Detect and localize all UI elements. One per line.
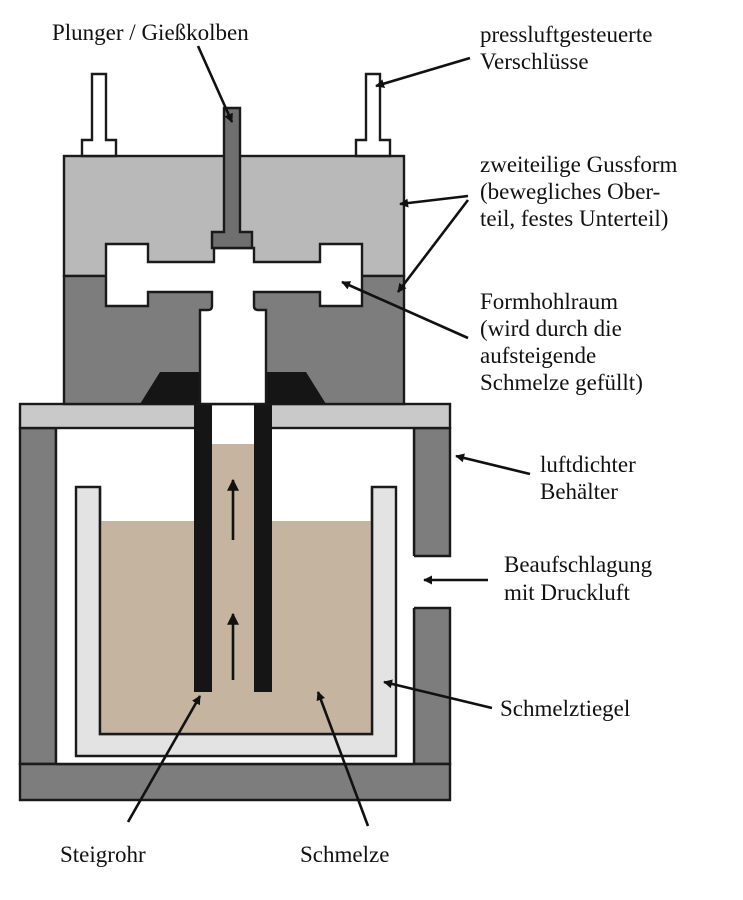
label-riser: Steigrohr: [60, 842, 146, 867]
two-part-mould: [62, 72, 406, 406]
arrow-mould-lower: [396, 199, 470, 293]
label-plunger: Plunger / Gießkolben: [52, 20, 249, 45]
arrow-crucible: [383, 679, 493, 710]
label-pressure-line1: Beaufschlagung: [504, 552, 653, 577]
label-melt: Schmelze: [300, 842, 389, 867]
arrow-closures: [375, 56, 471, 89]
label-cavity-line4: Schmelze gefüllt): [480, 370, 643, 395]
label-closures-line1: pressluftgesteuerte: [480, 22, 652, 47]
arrow-plunger: [196, 45, 234, 123]
arrow-cavity: [341, 280, 469, 340]
pneumatic-closure-left: [80, 72, 118, 158]
label-pressure-line2: mit Druckluft: [504, 580, 630, 605]
label-cavity-line2: (wird durch die: [480, 316, 622, 341]
arrow-mould-upper: [399, 194, 469, 208]
leader-arrows: [126, 45, 531, 827]
arrow-riser: [126, 695, 202, 823]
label-crucible: Schmelztiegel: [500, 696, 630, 721]
arrow-container: [455, 453, 531, 476]
label-mould-line1: zweiteilige Gussform: [480, 152, 677, 177]
label-closures-line2: Verschlüsse: [480, 49, 589, 74]
label-mould-line3: teil, festes Unterteil): [480, 206, 668, 231]
container-wall-right-lower: [412, 606, 452, 766]
label-mould-line2: (bewegliches Ober-: [480, 179, 660, 204]
container-wall-left: [18, 426, 58, 766]
arrow-melt: [316, 691, 370, 827]
riser-wall-right: [254, 376, 272, 692]
label-cavity-line1: Formhohlraum: [480, 289, 618, 314]
riser-tube: [194, 376, 272, 692]
labels: Plunger / Gießkolben pressluftgesteuerte…: [52, 20, 677, 867]
label-cavity-line3: aufsteigende: [480, 343, 596, 368]
plunger: [210, 106, 254, 250]
pneumatic-closure-right: [354, 72, 392, 158]
riser-wall-left: [194, 376, 212, 692]
label-container-line2: Behälter: [540, 479, 618, 504]
mould-cavity: [104, 242, 364, 406]
container-floor: [18, 762, 452, 802]
label-container-line1: luftdichter: [540, 452, 636, 477]
container-wall-right-upper: [412, 426, 452, 558]
